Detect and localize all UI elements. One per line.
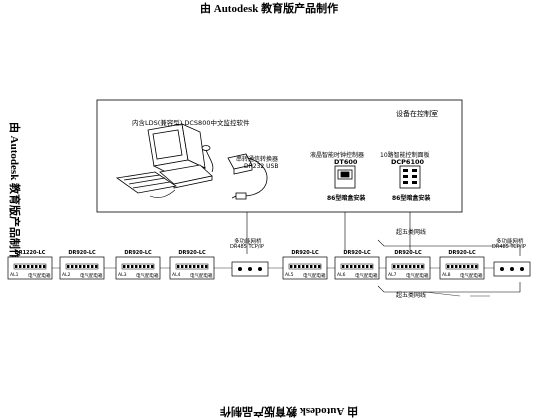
module-box	[7, 256, 53, 280]
lower-bus-label: 超五类网线	[396, 292, 427, 299]
software-label: 内含LDS(兼容型) DCS800中文监控软件	[132, 119, 250, 127]
timer-device-icon	[334, 165, 356, 189]
timer-device-label: 液晶智能时钟控制器	[310, 152, 365, 159]
module-tag: AL1	[10, 273, 19, 278]
computer-icon	[115, 123, 214, 194]
bridge-model: DR485 TCP/IP	[230, 244, 264, 250]
timer-device-install: 86型暗盒安装	[327, 195, 366, 202]
module-tag: AL7	[388, 273, 397, 278]
bridge-label: 多功能网桥	[234, 239, 262, 245]
module-box	[282, 256, 328, 280]
converter-model: DR232 USB	[244, 163, 279, 170]
bridge-box	[231, 261, 269, 277]
module-name: DR920-LC	[394, 250, 422, 256]
module-tag: AL6	[337, 273, 346, 278]
bridge-box	[493, 261, 531, 277]
control-room-box	[96, 99, 463, 213]
module-box	[59, 256, 105, 280]
module-tag: AL4	[172, 273, 181, 278]
module-desc: 电气配电箱	[190, 274, 213, 279]
module-box	[115, 256, 161, 280]
control-room-title: 设备在控制室	[396, 110, 438, 118]
module-name: DR920-LC	[68, 250, 96, 256]
module-tag: AL5	[285, 273, 294, 278]
module-box	[439, 256, 485, 280]
module-name: DR920-LC	[291, 250, 319, 256]
module-box	[169, 256, 215, 280]
module-desc: 电气配电箱	[355, 274, 378, 279]
bridge-label: 多功能网桥	[496, 239, 524, 245]
module-desc: 电气配电箱	[406, 274, 429, 279]
module-desc: 电气配电箱	[28, 274, 51, 279]
module-box	[334, 256, 380, 280]
panel-device-label: 10路智能控制面板	[380, 152, 430, 159]
panel-device-install: 86型暗盒安装	[392, 195, 431, 202]
module-name: DR920-LC	[448, 250, 476, 256]
module-desc: 电气配电箱	[303, 274, 326, 279]
timer-device-model: DT600	[334, 158, 358, 166]
module-box	[385, 256, 431, 280]
upper-bus-wire	[377, 239, 521, 256]
module-tag: AL2	[62, 273, 71, 278]
watermark-top: 由 Autodesk 教育版产品制作	[200, 3, 339, 15]
panel-device-model: DCP6100	[391, 158, 425, 166]
module-desc: 电气配电箱	[460, 274, 483, 279]
converter-icon	[227, 153, 268, 200]
module-name: DR920-LC	[124, 250, 152, 256]
module-desc: 电气配电箱	[80, 274, 103, 279]
module-tag: AL3	[118, 273, 127, 278]
module-name: DR920-LC	[178, 250, 206, 256]
panel-device-icon	[399, 165, 421, 189]
module-tag: AL8	[442, 273, 451, 278]
bridge-model: DR485 TCP/IP	[492, 244, 526, 250]
upper-bus-label: 超五类网线	[396, 229, 427, 236]
module-name: DR920-LC	[343, 250, 371, 256]
module-desc: 电气配电箱	[136, 274, 159, 279]
lower-bus-wire	[377, 282, 521, 293]
module-name: DR1220-LC	[14, 250, 46, 256]
converter-label: 串转通信转换器	[236, 156, 279, 163]
